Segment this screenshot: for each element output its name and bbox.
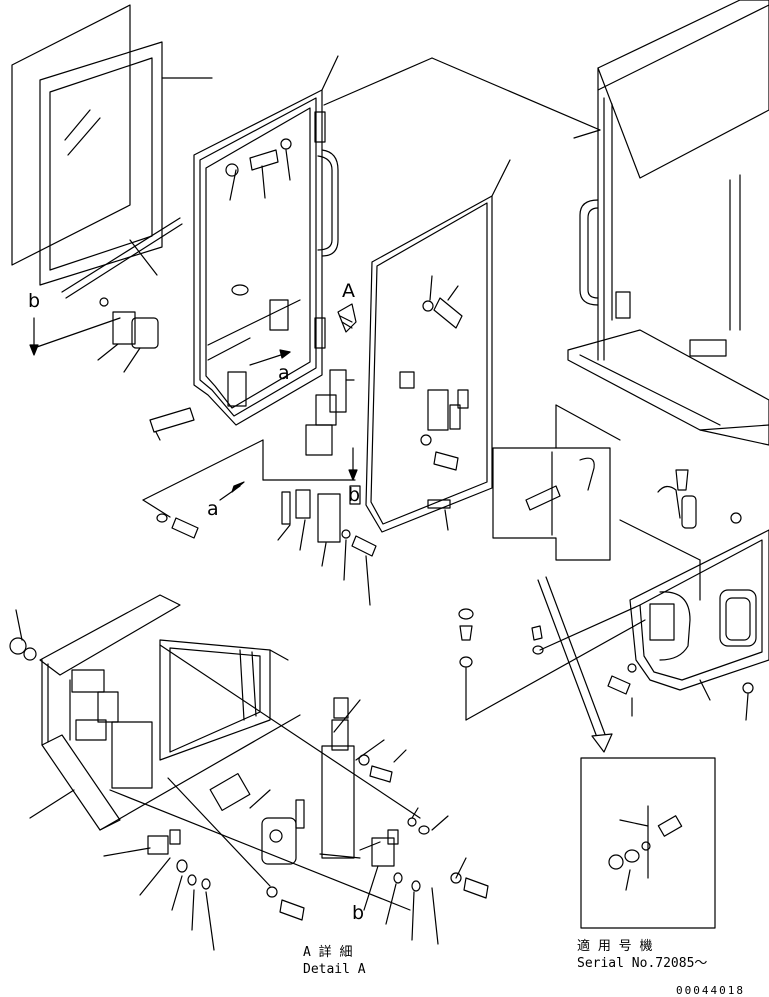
leader-line xyxy=(573,129,601,139)
detail-a-striker xyxy=(359,817,489,899)
leader-line xyxy=(625,869,631,891)
leader-line xyxy=(385,883,397,925)
detail-caption-en: Detail A xyxy=(303,962,366,977)
leader-line xyxy=(159,644,421,819)
leader-line xyxy=(191,889,195,931)
fastener-stack xyxy=(458,608,754,695)
leader-line xyxy=(15,609,23,641)
leader-line xyxy=(411,807,419,819)
leader-line xyxy=(139,857,171,896)
leader-line xyxy=(103,847,151,857)
view-label-b-detail: b xyxy=(352,902,365,924)
leader-line xyxy=(393,749,407,763)
detail-a-hinge xyxy=(71,669,153,789)
leader-line xyxy=(109,789,411,911)
leader-line xyxy=(455,857,467,879)
leader-line xyxy=(299,519,306,551)
leader-line xyxy=(491,159,511,197)
leader-line xyxy=(277,524,291,541)
leader-line xyxy=(167,777,271,887)
view-arrow-A-hatched xyxy=(337,303,357,333)
leader-line xyxy=(555,404,621,441)
leader-line xyxy=(699,424,769,431)
serial-caption-jp: 適 用 号 機 xyxy=(577,939,653,954)
leader-line xyxy=(465,619,646,721)
leader-line xyxy=(129,239,158,276)
glass-seal-strip xyxy=(61,217,183,299)
leader-line xyxy=(323,57,433,106)
detail-a-bolt xyxy=(9,637,37,661)
leader-line xyxy=(539,604,641,651)
view-label-A: A xyxy=(342,280,355,302)
detail-a-lower-bracket xyxy=(147,829,305,921)
leader-line xyxy=(142,499,171,518)
view-arrow-line xyxy=(219,485,241,501)
leader-line xyxy=(249,789,271,809)
striker-parts xyxy=(156,485,377,557)
leader-line xyxy=(431,887,439,945)
view-arrow-a-door xyxy=(249,349,291,366)
leader-line xyxy=(321,55,339,91)
leader-line xyxy=(431,57,601,131)
leader-line xyxy=(699,679,711,701)
leader-line xyxy=(431,815,449,831)
leader-line xyxy=(619,819,649,827)
cab-body xyxy=(567,0,769,446)
pointer-arrow xyxy=(537,576,613,753)
leader-line xyxy=(444,509,449,531)
latch-assembly xyxy=(305,369,355,456)
leader-line xyxy=(333,699,361,733)
leader-line xyxy=(171,875,183,911)
leader-line xyxy=(321,542,327,567)
view-label-b-upper: b xyxy=(348,484,361,506)
serial-caption-en: Serial No.72085～ xyxy=(577,956,708,971)
leader-line xyxy=(355,739,385,761)
detail-caption-jp: A 詳 細 xyxy=(303,945,353,960)
leader-line xyxy=(343,539,347,581)
bolt-set-upper xyxy=(225,138,292,201)
serial-detail-box xyxy=(580,757,716,929)
view-arrow-b-left xyxy=(29,317,121,356)
drawing-number: 00044018 xyxy=(676,984,745,997)
bolt-left xyxy=(149,407,195,441)
leader-line xyxy=(29,789,75,819)
leader-line xyxy=(319,853,361,859)
leader-line xyxy=(142,439,264,501)
window-glass-outer xyxy=(11,4,131,266)
bolt-set-seal xyxy=(399,275,469,471)
leader-line xyxy=(411,891,415,941)
view-arrow-b-lower xyxy=(348,447,358,481)
door-lock-set xyxy=(97,297,159,373)
leader-line xyxy=(365,555,371,606)
side-cover-panel xyxy=(629,529,769,691)
grab-handle-part xyxy=(657,469,742,529)
view-label-a-door: a xyxy=(278,362,290,384)
door-frame xyxy=(193,89,339,426)
leader-line xyxy=(205,891,215,951)
leader-line xyxy=(619,519,701,561)
hinge-detail-box xyxy=(492,447,611,561)
leader-line xyxy=(745,693,749,721)
door-weatherstrip xyxy=(365,195,493,533)
view-label-b-left: b xyxy=(28,290,41,312)
view-label-a-upper: a xyxy=(207,498,219,520)
leader-line xyxy=(363,865,379,911)
